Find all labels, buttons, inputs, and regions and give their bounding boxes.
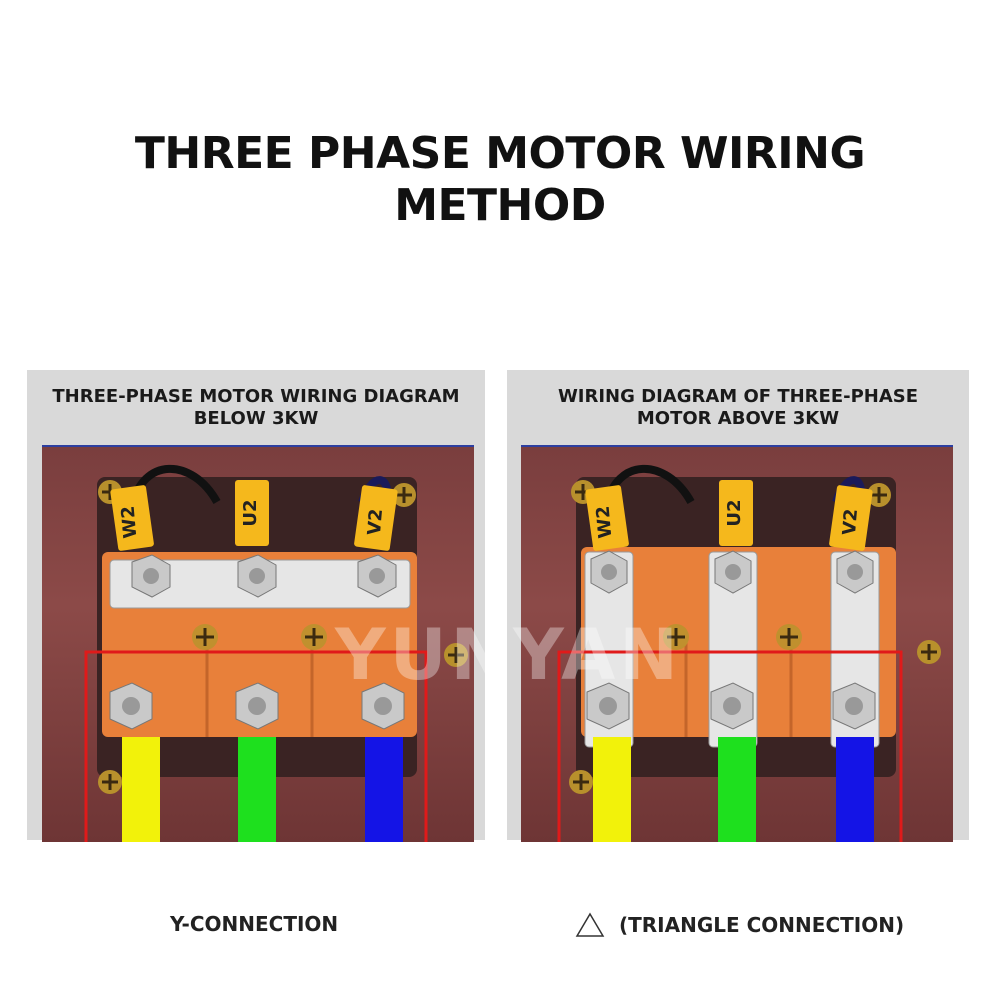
panel-heading-line-2: MOTOR ABOVE 3KW bbox=[636, 408, 840, 429]
terminal-box-photo: W2 U2 V2 bbox=[42, 445, 474, 842]
panel-heading-line-2: BELOW 3KW bbox=[193, 408, 319, 429]
terminal-label: U2 bbox=[724, 499, 745, 526]
triangle-connection-panel: WIRING DIAGRAM OF THREE-PHASE MOTOR ABOV… bbox=[507, 370, 969, 842]
terminal-tag-v2: V2 bbox=[354, 485, 398, 551]
block-screw-icon bbox=[301, 624, 327, 650]
watermark: YUNYAN bbox=[335, 614, 682, 696]
terminal-tag-w2: W2 bbox=[110, 485, 154, 551]
page-title: THREE PHASE MOTOR WIRING METHOD bbox=[0, 128, 1000, 232]
hex-nut-icon bbox=[836, 550, 874, 594]
green-wire bbox=[718, 737, 756, 842]
panel-heading: THREE-PHASE MOTOR WIRING DIAGRAM BELOW 3… bbox=[27, 386, 485, 430]
mounting-screw-icon bbox=[444, 643, 468, 667]
blue-wire bbox=[365, 737, 403, 842]
hex-nut-icon bbox=[714, 550, 752, 594]
mounting-screw-icon bbox=[392, 483, 416, 507]
yellow-wire bbox=[593, 737, 631, 842]
yellow-wire bbox=[122, 737, 160, 842]
hex-nut-icon bbox=[237, 554, 277, 598]
page-title-line-1: THREE PHASE MOTOR WIRING bbox=[134, 128, 866, 179]
block-screw-icon bbox=[192, 624, 218, 650]
blue-wire bbox=[836, 737, 874, 842]
panel-heading-line-1: WIRING DIAGRAM OF THREE-PHASE bbox=[557, 386, 919, 407]
panel-heading: WIRING DIAGRAM OF THREE-PHASE MOTOR ABOV… bbox=[507, 386, 969, 430]
terminal-label: W2 bbox=[118, 505, 142, 539]
hex-nut-icon bbox=[710, 682, 754, 730]
y-connection-caption: Y-CONNECTION bbox=[170, 912, 339, 936]
terminal-label: V2 bbox=[364, 508, 387, 536]
triangle-connection-caption: (TRIANGLE CONNECTION) bbox=[575, 912, 904, 938]
triangle-icon bbox=[575, 912, 605, 937]
terminal-tag-u2: U2 bbox=[719, 480, 753, 546]
terminal-label: V2 bbox=[839, 508, 862, 536]
y-connection-panel: THREE-PHASE MOTOR WIRING DIAGRAM BELOW 3… bbox=[27, 370, 485, 842]
hex-nut-icon bbox=[109, 682, 153, 730]
block-screw-icon bbox=[776, 624, 802, 650]
terminal-tag-u2: U2 bbox=[235, 480, 269, 546]
hex-nut-icon bbox=[832, 682, 876, 730]
highlight-box bbox=[84, 650, 428, 842]
terminal-box-illustration: W2 U2 V2 bbox=[84, 464, 468, 842]
hex-nut-icon bbox=[357, 554, 397, 598]
hex-nut-icon bbox=[586, 682, 630, 730]
terminal-box-illustration: W2 U2 V2 bbox=[557, 464, 941, 842]
panel-heading-line-1: THREE-PHASE MOTOR WIRING DIAGRAM bbox=[52, 386, 460, 407]
terminal-label: W2 bbox=[593, 505, 617, 539]
terminal-tag-w2: W2 bbox=[585, 485, 629, 551]
hex-nut-icon bbox=[131, 554, 171, 598]
mounting-screw-icon bbox=[917, 640, 941, 664]
mounting-screw-icon bbox=[569, 770, 593, 794]
terminal-box-photo: W2 U2 V2 bbox=[521, 445, 953, 842]
mounting-screw-icon bbox=[98, 770, 122, 794]
terminal-label: U2 bbox=[240, 499, 261, 526]
hex-nut-icon bbox=[235, 682, 279, 730]
hex-nut-icon bbox=[361, 682, 405, 730]
green-wire bbox=[238, 737, 276, 842]
terminal-tag-v2: V2 bbox=[829, 485, 873, 551]
highlight-box bbox=[557, 650, 903, 842]
block-screw-icon bbox=[663, 624, 689, 650]
mounting-screw-icon bbox=[867, 483, 891, 507]
page-title-line-2: METHOD bbox=[394, 180, 606, 231]
triangle-connection-caption-text: (TRIANGLE CONNECTION) bbox=[619, 913, 905, 937]
hex-nut-icon bbox=[590, 550, 628, 594]
